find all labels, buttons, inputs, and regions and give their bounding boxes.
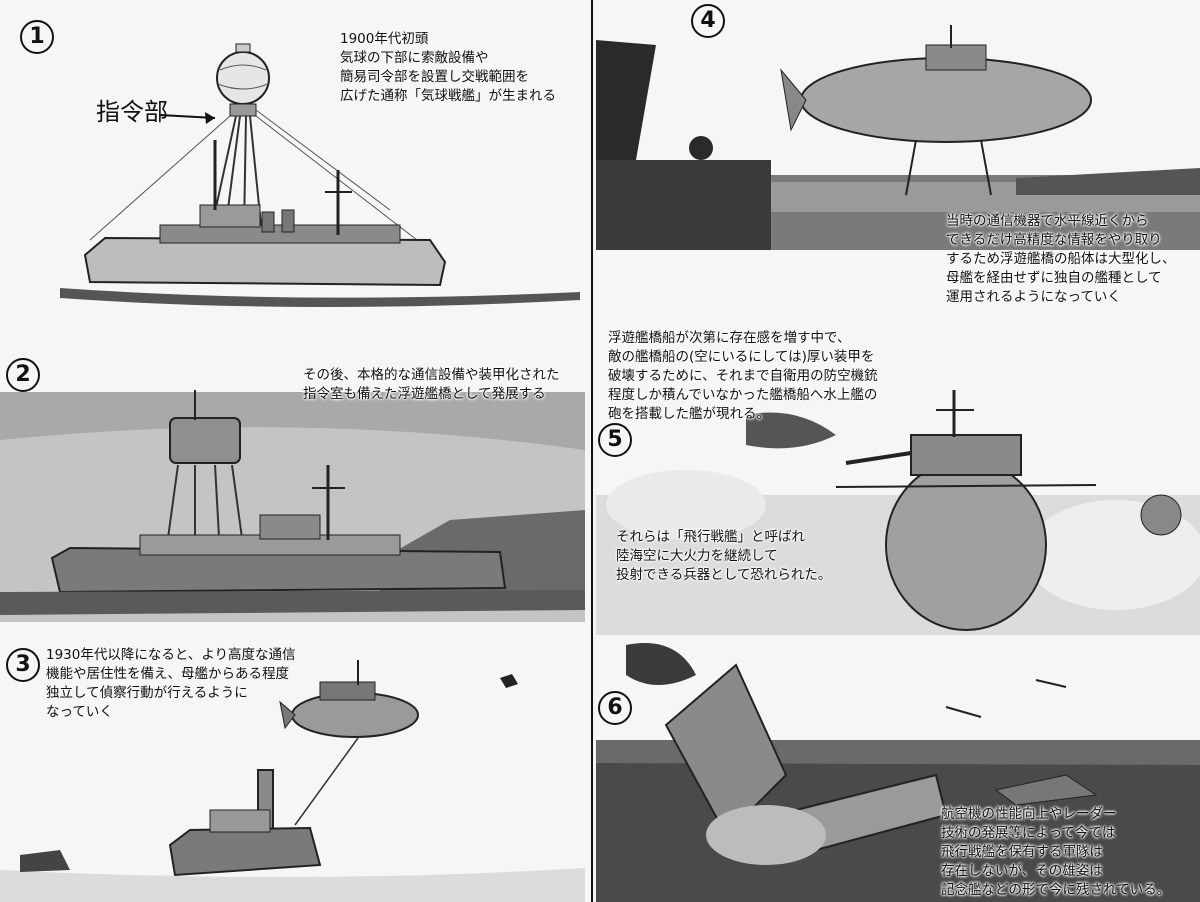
panel-4-number: 4 [691,4,725,38]
panel-4-text: 当時の通信機器で水平線近くから できるだけ高精度な情報をやり取り するため浮遊艦… [946,213,1176,305]
panel-1-text: 1900年代初頭 気球の下部に索敵設備や 簡易司令部を設置し交戦範囲を 広げた通… [340,31,556,104]
command-label: 指令部 [96,98,168,126]
panel-6-illustration [596,643,1200,902]
panel-2-number: 2 [6,358,40,392]
panel-6-number: 6 [598,691,632,725]
panel-3-text: 1930年代以降になると、より高度な通信 機能や居住性を備え、母艦からある程度 … [46,647,296,720]
panel-3-number: 3 [6,648,40,682]
panel-3-illustration [0,660,585,902]
panel-2-illustration [0,390,585,622]
panel-5-number: 5 [598,423,632,457]
panel-5-text-mid: それらは「飛行戦艦」と呼ばれ 陸海空に大火力を継続して 投射できる兵器として恐れ… [616,529,832,583]
panel-6: 6 航空機の性能向上やレーダー 技術の発展等によって今では 飛行戦艦を保有する軍… [596,635,1200,902]
panel-1-number: 1 [20,20,54,54]
panel-1: 1 指令部 1900年代初頭 気球の下部に索敵設備や 簡易司令部を設置し交戦範囲… [0,0,590,330]
panel-5: 5 浮遊艦橋船が次第に存在感を増す中で、 敵の艦橋船の(空にいるにしては)厚い装… [596,325,1200,635]
panel-6-text: 航空機の性能向上やレーダー 技術の発展等によって今では 飛行戦艦を保有する軍隊は… [941,806,1171,898]
panel-5-illustration [596,390,1200,635]
panel-2-text: その後、本格的な通信設備や装甲化された 指令室も備えた浮遊艦橋として発展する [303,367,560,402]
panel-3: 3 1930年代以降になると、より高度な通信 機能や居住性を備え、母艦からある程… [0,630,590,902]
panel-4: 4 当時の通信機器で水平線近くから できるだけ高精度な情報をやり取り するため浮… [596,0,1200,325]
panel-1-illustration [60,43,580,308]
panel-5-text-top: 浮遊艦橋船が次第に存在感を増す中で、 敵の艦橋船の(空にいるにしては)厚い装甲を… [608,330,878,422]
panel-4-illustration [596,25,1200,250]
vertical-divider [591,0,593,902]
panel-2: 2 その後、本格的な通信設備や装甲化された 指令室も備えた浮遊艦橋として発展する [0,330,590,630]
